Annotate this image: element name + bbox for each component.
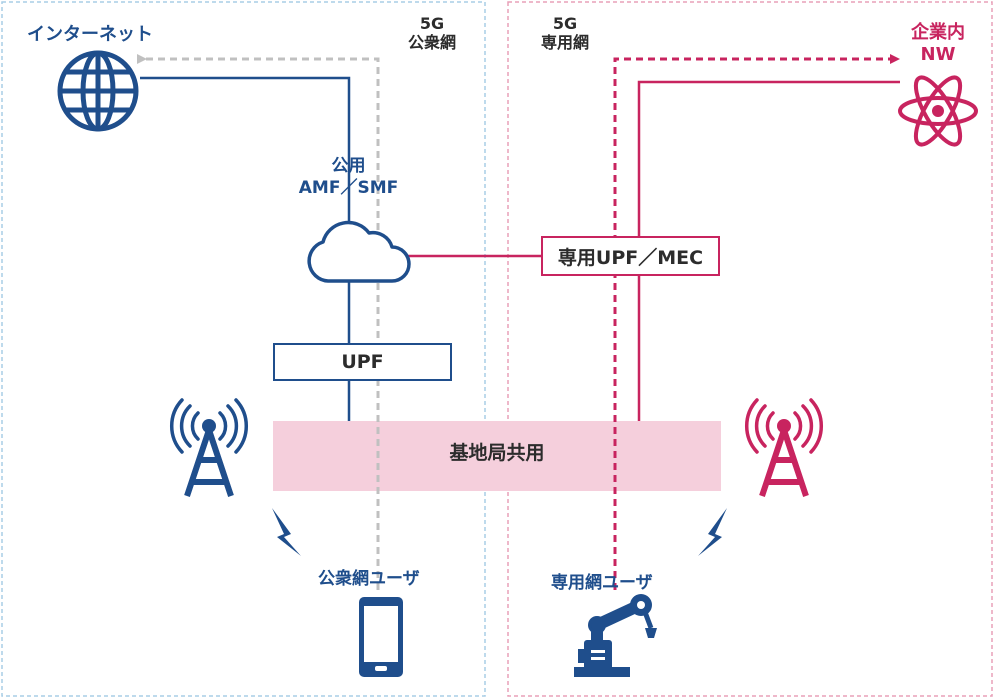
cloud-icon	[307, 220, 411, 283]
public-5g-label: 5G 公衆網	[392, 14, 472, 52]
upf-label: UPF	[341, 351, 384, 373]
public-antenna-tower-icon	[169, 398, 249, 497]
public-amf-line1: 公用	[331, 156, 366, 176]
public-amf-line2: AMF／SMF	[298, 178, 399, 199]
private-upf-mec-label: 専用UPF／MEC	[557, 246, 704, 269]
shared-base-station-bar	[273, 421, 721, 491]
private-5g-label: 5G 専用網	[525, 14, 605, 52]
upf-box: UPF	[273, 343, 452, 381]
robot-arm-icon	[574, 594, 657, 677]
globe-icon	[57, 50, 139, 132]
internet-label: インターネット	[27, 24, 153, 45]
private-antenna-tower-icon	[744, 398, 824, 497]
private-upf-mec-box: 専用UPF／MEC	[541, 236, 720, 276]
public-5g-line2: 公衆網	[407, 33, 456, 53]
public-amf-smf-label: 公用 AMF／SMF	[286, 155, 411, 199]
public-user-data-path	[137, 54, 380, 590]
public-user-label: 公衆網ユーザ	[318, 569, 420, 589]
enterprise-nw-label: 企業内 NW	[898, 22, 978, 65]
smartphone-icon	[359, 597, 403, 677]
private-5g-line2: 専用網	[540, 33, 589, 53]
public-lightning-icon	[272, 508, 301, 556]
private-user-label: 専用網ユーザ	[551, 573, 653, 593]
private-lightning-icon	[698, 508, 727, 556]
enterprise-line1: 企業内	[911, 22, 965, 43]
public-control-line	[140, 76, 351, 230]
private-network-zone	[507, 1, 993, 697]
private-control-line	[637, 80, 900, 421]
atom-icon	[898, 75, 978, 147]
private-5g-line1: 5G	[552, 14, 578, 33]
public-5g-line1: 5G	[419, 14, 445, 33]
private-user-data-path	[613, 54, 900, 590]
enterprise-line2: NW	[920, 43, 956, 65]
base-station-shared-label: 基地局共用	[449, 442, 545, 464]
public-network-zone	[1, 1, 486, 697]
